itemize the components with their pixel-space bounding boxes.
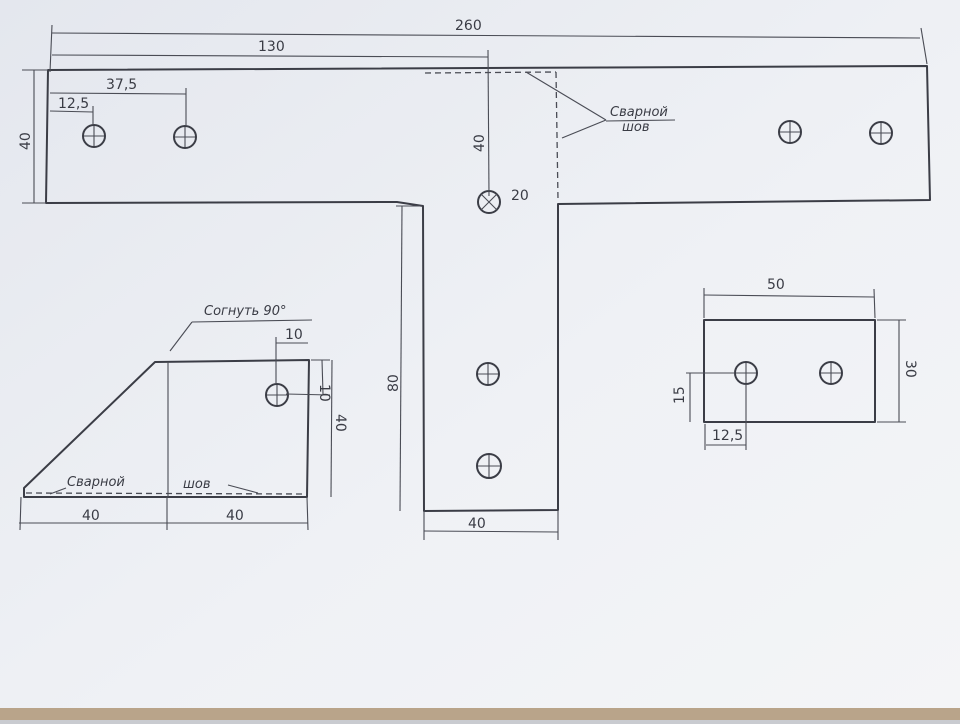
stem-hole-2 (476, 453, 502, 479)
dim-line-plate-width (703, 294, 875, 298)
weld-label-bottom-1: Сварной (67, 475, 125, 490)
dim-seam-offset-label: 40 (472, 134, 488, 152)
dim-bent-left-label: 40 (82, 508, 100, 524)
dim-line-total (51, 32, 921, 39)
bent-part-hole (265, 383, 289, 407)
stem-hole-1 (476, 362, 500, 386)
dim-bent-height-label: 40 (332, 414, 348, 432)
top-bar-hole-2 (173, 125, 197, 149)
dim-plate-hole-x-label: 12,5 (712, 428, 743, 444)
dim-total-label: 260 (455, 18, 482, 34)
dim-line-stem-width (423, 530, 559, 533)
dim-half-label: 130 (258, 39, 285, 55)
dim-hole-x-label: 10 (285, 327, 303, 343)
weld-leader-2 (561, 119, 607, 139)
small-plate-hole-2 (819, 361, 843, 385)
dim-hole2-label: 37,5 (106, 77, 137, 93)
weld-leader-bottom (227, 484, 259, 494)
bent-part: Согнуть 90° 10 10 40 40 40 Сварной шов (19, 304, 348, 531)
dim-height-label: 40 (18, 132, 34, 150)
dim-bent-right-label: 40 (226, 508, 244, 524)
dim-line-half (51, 54, 489, 58)
top-bar-hole-1 (82, 124, 106, 148)
dim-stem-width-label: 40 (468, 516, 486, 532)
weld-seam-line-vertical (555, 71, 559, 201)
weld-leader-1 (525, 71, 607, 121)
weld-label-bottom-2: шов (183, 477, 211, 492)
weld-seam-line-horizontal (424, 71, 557, 74)
small-plate-hole-1 (734, 361, 758, 385)
top-bar-hole-4 (869, 121, 893, 145)
dim-hole-y-label: 10 (316, 384, 332, 402)
dim-line-hole2 (49, 92, 187, 95)
dim-line-stem-length (399, 205, 403, 512)
dim-line-hole1 (49, 110, 94, 113)
dim-line-hole-y (321, 359, 324, 395)
bent-part-outline (23, 359, 310, 498)
dim-stem-length-label: 80 (386, 374, 402, 392)
weld-label-top-1: Сварной (610, 105, 668, 120)
small-plate-outline (703, 319, 876, 423)
weld-label-top-2: шов (622, 120, 650, 135)
top-bar-part: 260 130 37,5 12,5 40 40 20 Сварной шов (18, 18, 931, 512)
dim-plate-height-label: 30 (902, 360, 918, 378)
small-plate-part: 50 30 15 12,5 (672, 277, 918, 450)
weld-seam-bottom (25, 492, 306, 495)
stem-part: 80 40 (386, 205, 559, 540)
dim-hole1-label: 12,5 (58, 96, 89, 112)
top-bar-hole-3 (778, 120, 802, 144)
bend-label: Согнуть 90° (204, 304, 286, 319)
desk-edge (0, 708, 960, 720)
dim-line-bent-height (330, 359, 333, 498)
dim-seam-gap-label: 20 (511, 188, 529, 204)
dim-plate-width-label: 50 (767, 277, 785, 293)
bend-leader (169, 321, 193, 352)
t-bracket-outline (45, 65, 931, 512)
dim-plate-hole-y-label: 15 (672, 386, 688, 404)
